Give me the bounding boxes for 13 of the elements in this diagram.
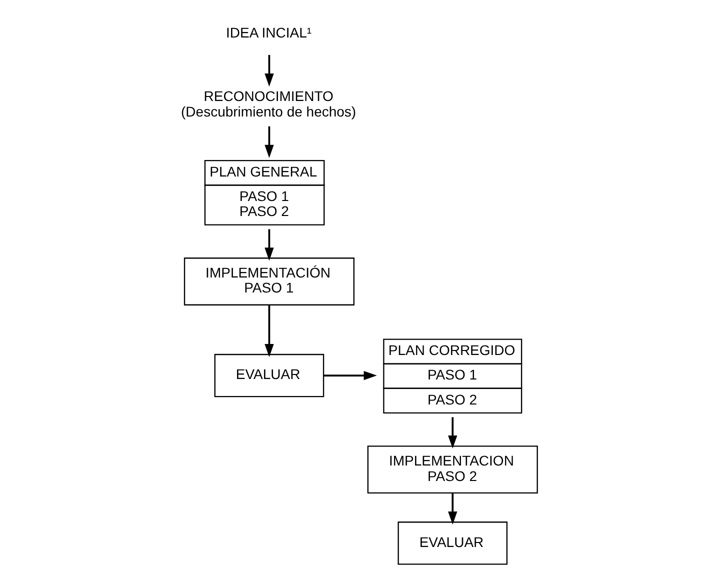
- node-text: RECONOCIMIENTO (Descubrimiento de hechos): [181, 88, 356, 120]
- arrow: [324, 370, 377, 380]
- node-box: IMPLEMENTACION PASO 2: [367, 446, 538, 494]
- node-box: EVALUAR: [398, 522, 508, 565]
- arrow: [448, 493, 458, 525]
- arrow: [448, 417, 458, 449]
- arrow: [264, 126, 274, 158]
- arrow: [264, 304, 274, 358]
- arrow: [264, 229, 274, 261]
- node-box: EVALUAR: [214, 354, 324, 398]
- node-text: IDEA INCIAL¹: [226, 24, 312, 40]
- node-box: IMPLEMENTACIÓN PASO 1: [184, 258, 354, 306]
- arrow: [264, 54, 274, 87]
